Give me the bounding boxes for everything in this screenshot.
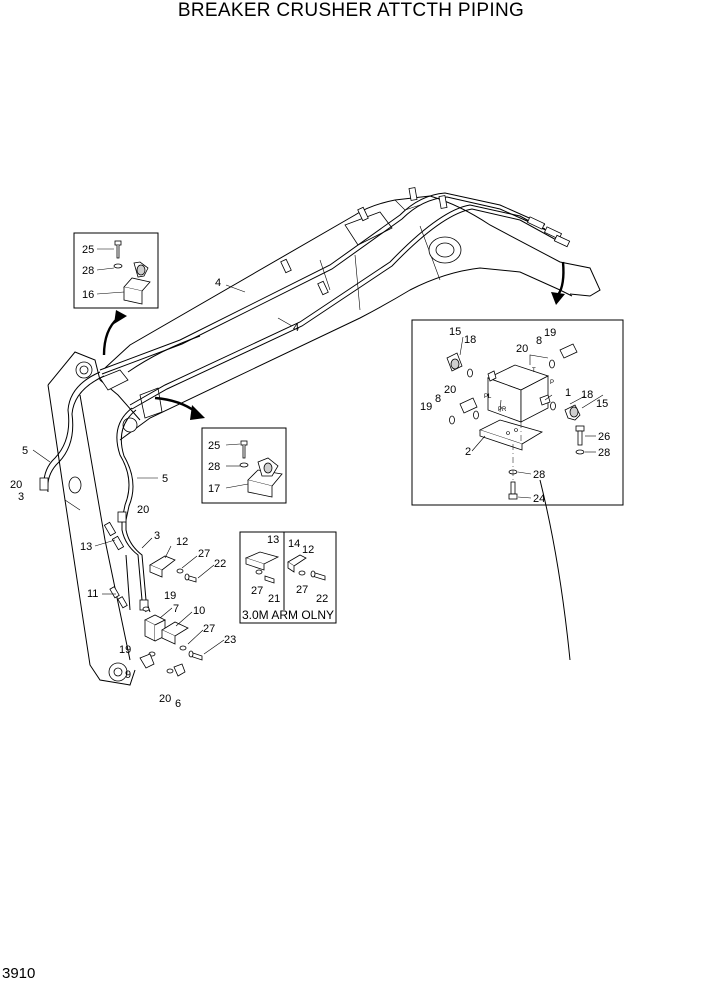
port-pr-label: PR — [498, 407, 507, 413]
callout-7: 7 — [173, 603, 179, 615]
lower-parts — [139, 555, 203, 677]
callout-27: 27 — [203, 623, 215, 635]
callout-21: 21 — [268, 593, 280, 605]
inset-note: 3.0M ARM OLNY — [242, 608, 334, 622]
inset-bracket-16 — [73, 232, 159, 309]
callout-12: 12 — [176, 536, 188, 548]
callout-4: 4 — [215, 277, 221, 289]
callout-13: 13 — [80, 541, 92, 553]
callout-3: 3 — [154, 530, 160, 542]
callout-8: 8 — [536, 335, 542, 347]
callout-25: 25 — [208, 440, 220, 452]
callout-13: 13 — [267, 534, 279, 546]
callout-16: 16 — [82, 289, 94, 301]
arm — [47, 351, 163, 686]
callout-19: 19 — [119, 644, 131, 656]
detail-arrows — [102, 261, 565, 420]
callout-6: 6 — [175, 698, 181, 710]
leader-lines — [32, 248, 604, 655]
callout-20: 20 — [516, 343, 528, 355]
callout-20: 20 — [137, 504, 149, 516]
page-number: 3910 — [2, 965, 36, 982]
callout-19: 19 — [164, 590, 176, 602]
port-pl-label: PL — [484, 394, 492, 400]
callout-20: 20 — [10, 479, 22, 491]
callout-27: 27 — [251, 585, 263, 597]
callout-27: 27 — [198, 548, 210, 560]
callout-22: 22 — [316, 593, 328, 605]
callout-20: 20 — [159, 693, 171, 705]
page-title: BREAKER CRUSHER ATTCTH PIPING — [177, 0, 525, 21]
callout-28: 28 — [533, 469, 545, 481]
callout-10: 10 — [193, 605, 205, 617]
callout-25: 25 — [82, 244, 94, 256]
callout-15: 15 — [596, 398, 608, 410]
callout-1: 1 — [565, 387, 571, 399]
callout-19: 19 — [420, 401, 432, 413]
callout-14: 14 — [288, 538, 300, 550]
port-p-label: P — [550, 380, 554, 386]
inset-valve-block — [411, 319, 624, 506]
callout-18: 18 — [581, 389, 593, 401]
callout-8: 8 — [435, 393, 441, 405]
inset-bracket-17 — [201, 427, 287, 504]
callout-17: 17 — [208, 483, 220, 495]
callout-23: 23 — [224, 634, 236, 646]
callout-5: 5 — [22, 445, 28, 457]
callout-18: 18 — [464, 334, 476, 346]
callout-24: 24 — [533, 493, 545, 505]
callout-5: 5 — [162, 473, 168, 485]
callout-28: 28 — [208, 461, 220, 473]
port-t-label: T — [532, 368, 536, 374]
callout-28: 28 — [598, 447, 610, 459]
callout-12: 12 — [302, 544, 314, 556]
callout-28: 28 — [82, 265, 94, 277]
boom — [104, 195, 601, 661]
pipe-routing — [39, 187, 571, 613]
callout-15: 15 — [449, 326, 461, 338]
callout-27: 27 — [296, 584, 308, 596]
callout-11: 11 — [87, 588, 98, 600]
callout-4: 4 — [293, 322, 299, 334]
inset-3m-arm — [239, 531, 337, 624]
callout-3: 3 — [18, 491, 24, 503]
callout-2: 2 — [465, 446, 471, 458]
callout-9: 9 — [125, 669, 131, 681]
callout-19: 19 — [544, 327, 556, 339]
callout-20: 20 — [444, 384, 456, 396]
callout-labels: 25 28 16 4 4 5 5 20 3 20 3 13 12 27 22 1… — [10, 244, 610, 710]
callout-26: 26 — [598, 431, 610, 443]
callout-22: 22 — [214, 558, 226, 570]
